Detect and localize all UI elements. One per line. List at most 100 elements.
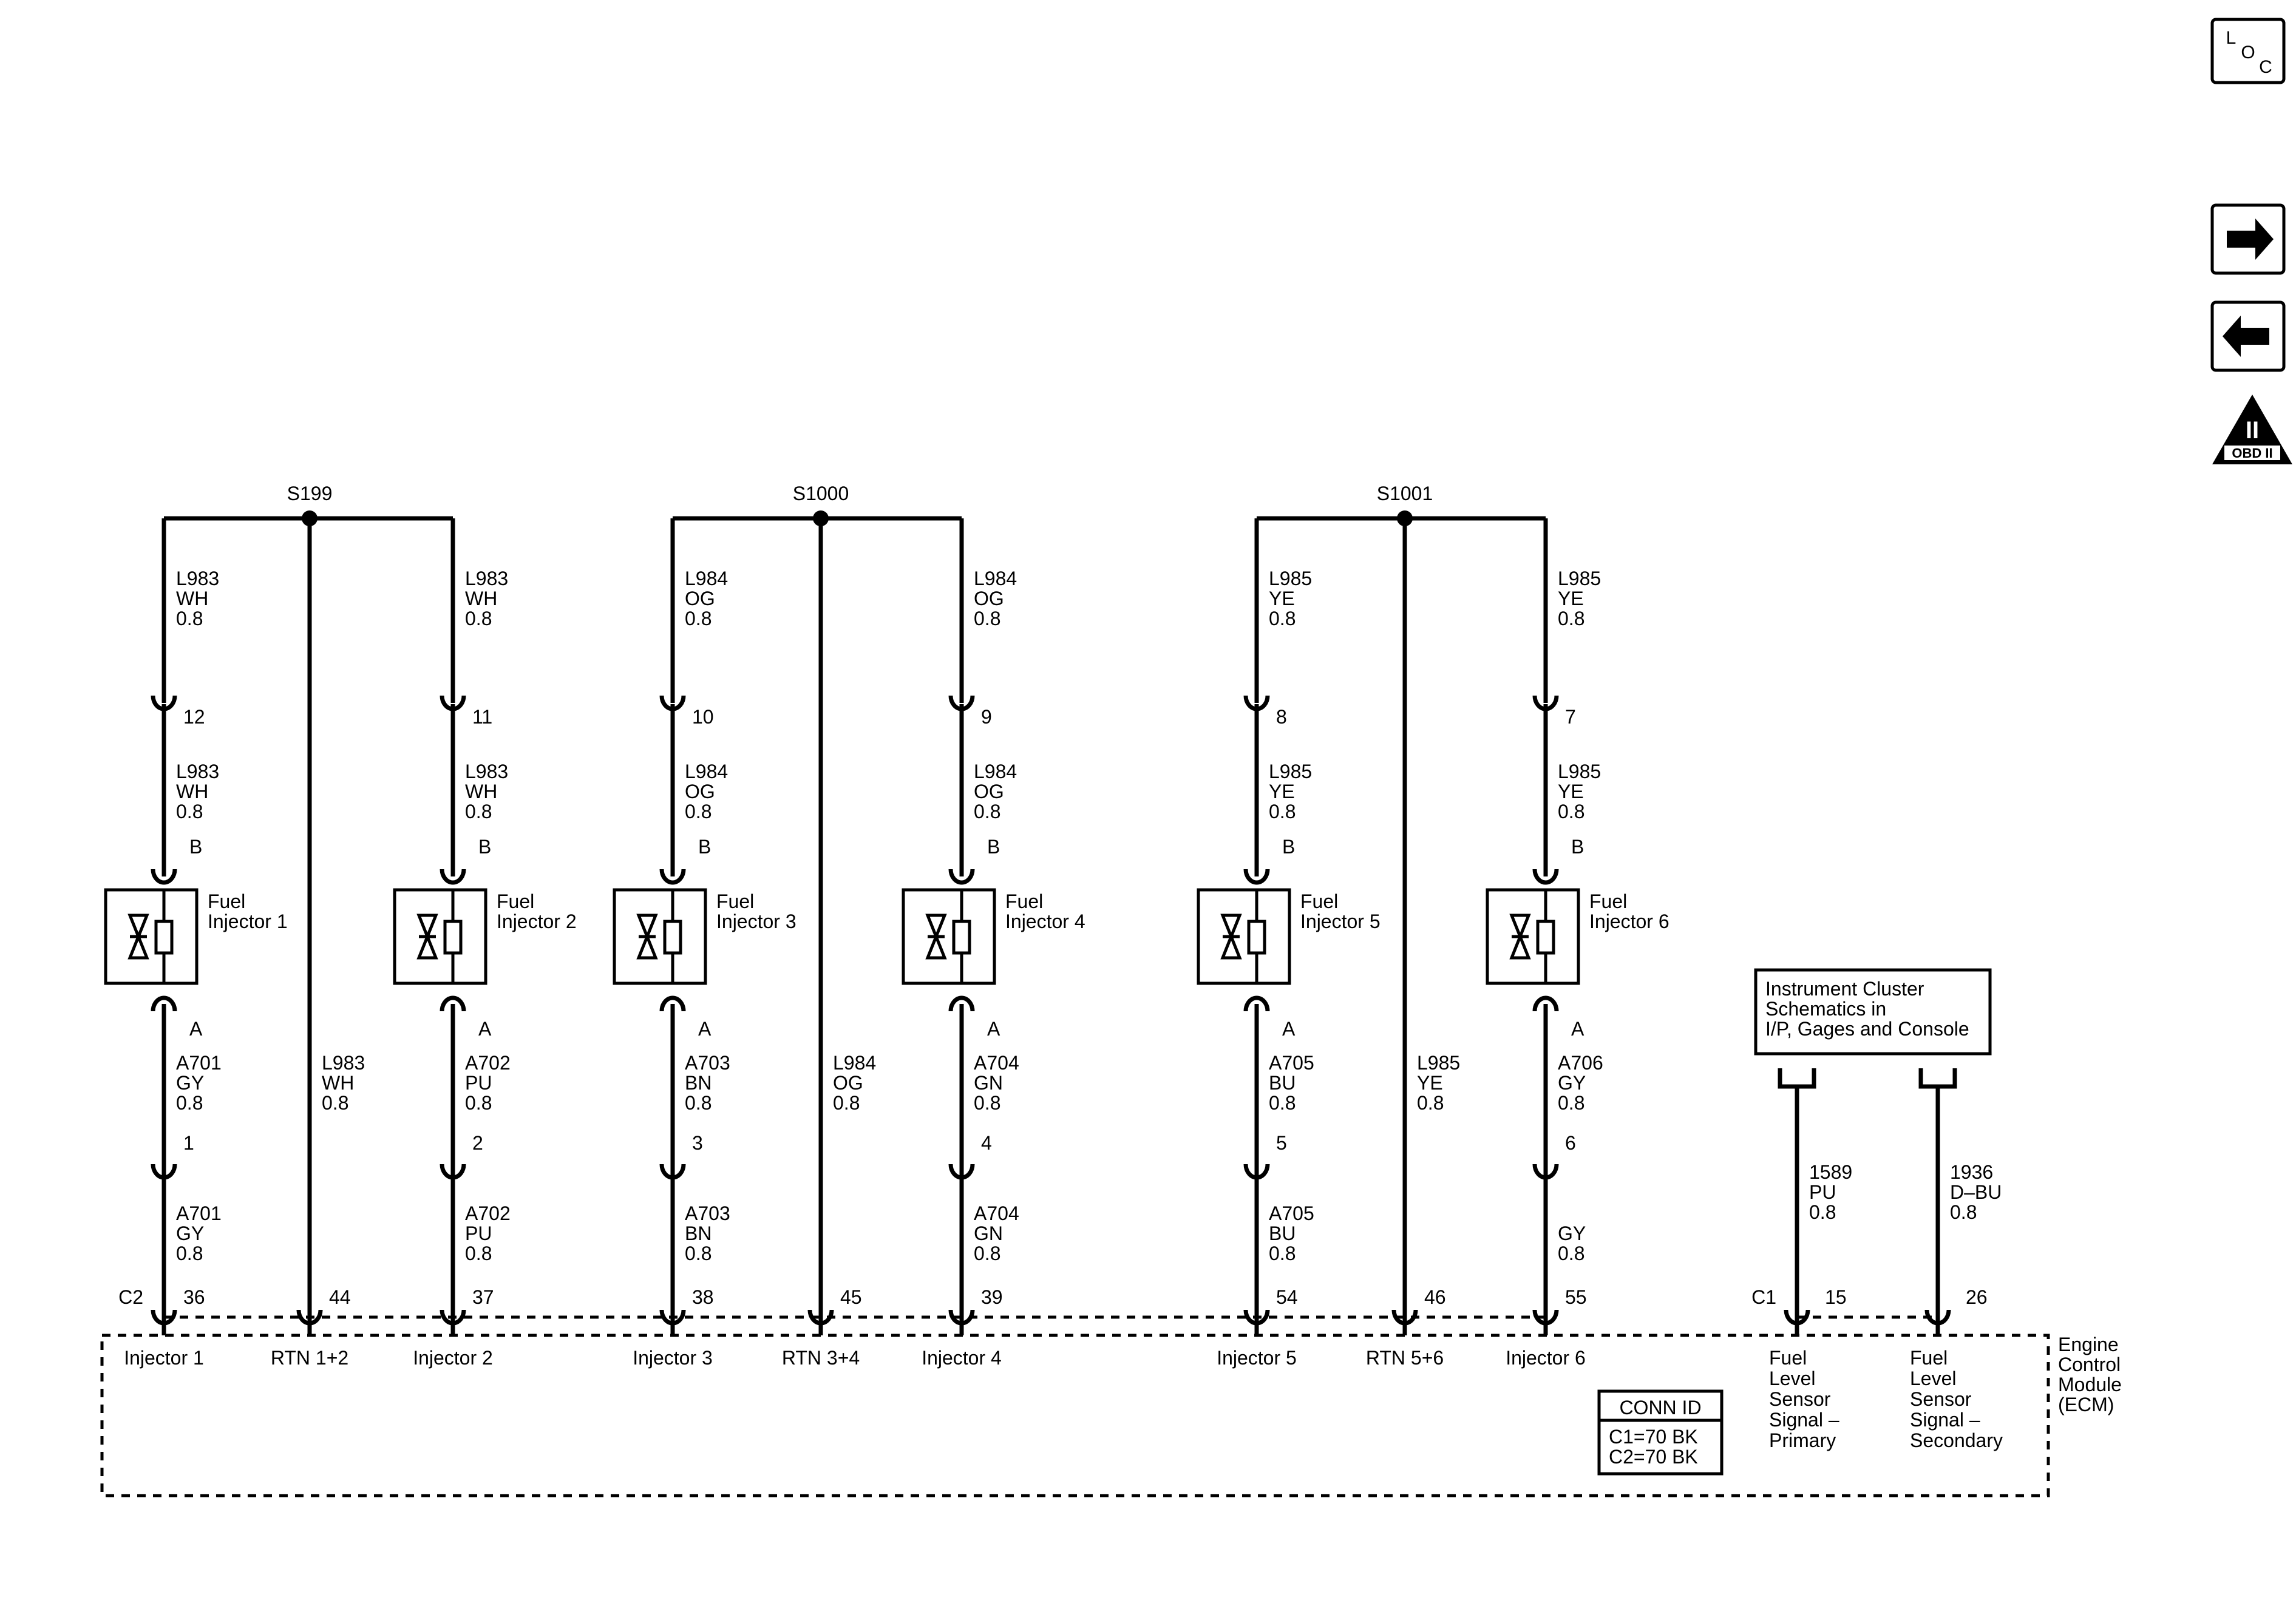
- inline-connector-upper: [1243, 679, 1270, 711]
- connector-cup: [1243, 1309, 1270, 1326]
- wire-label: GN: [974, 1072, 1003, 1094]
- connector-cup: [659, 1309, 686, 1326]
- connector-cup: [1532, 695, 1559, 711]
- ecm-pin-label: Primary: [1769, 1429, 1836, 1451]
- connector-pin-number: 9: [981, 706, 992, 728]
- ecm-connector-pin: [1924, 1293, 1951, 1326]
- loc-icon-letter: O: [2241, 42, 2255, 63]
- return-wire-label: 0.8: [833, 1092, 860, 1114]
- connector-cup: [659, 1164, 686, 1180]
- connector-cup: [440, 995, 466, 1012]
- ecm-pin-number: 39: [981, 1286, 1003, 1308]
- terminal-label: A: [189, 1018, 203, 1040]
- wire-label: A702: [465, 1052, 511, 1074]
- ecm-name: Module: [2058, 1374, 2122, 1395]
- connector-cup: [1532, 995, 1559, 1012]
- injector-name: Fuel: [1005, 890, 1043, 912]
- inline-connector-lower: [948, 1147, 975, 1180]
- wire-label: 0.8: [1558, 1092, 1584, 1114]
- wire-label: 0.8: [685, 801, 712, 822]
- connector-cup: [807, 1309, 834, 1326]
- ecm-pin-label: Level: [1769, 1368, 1816, 1389]
- connector-pin-number: 2: [472, 1132, 483, 1154]
- inline-connector-upper: [659, 679, 686, 711]
- inline-connector-lower: [151, 1147, 177, 1180]
- terminal-label: A: [1571, 1018, 1584, 1040]
- cluster-terminal: [1918, 1068, 1957, 1089]
- wire-label: 0.8: [1809, 1201, 1836, 1223]
- injector-terminal-b: [1532, 852, 1559, 885]
- terminal-label: B: [1282, 836, 1295, 858]
- inline-connector-upper: [1532, 679, 1559, 711]
- ecm-pin-label: Injector 5: [1217, 1347, 1297, 1369]
- ecm-connector-pin: [440, 1293, 466, 1326]
- ecm-connector-pin: [1532, 1293, 1559, 1326]
- injector-coil-symbol: [154, 920, 174, 955]
- connector-cup: [1924, 1309, 1951, 1326]
- return-wire-label: YE: [1417, 1072, 1443, 1094]
- ecm-pin-number: 44: [329, 1286, 351, 1308]
- injector-name: Fuel: [716, 890, 754, 912]
- wire-label: L985: [1269, 568, 1312, 589]
- injector-terminal-a: [440, 995, 466, 1028]
- ecm-pin-number: 46: [1424, 1286, 1446, 1308]
- return-wire-label: L985: [1417, 1052, 1460, 1074]
- wire-label: PU: [1809, 1181, 1836, 1203]
- ecm-name: Engine: [2058, 1334, 2119, 1355]
- wire-label: 0.8: [1558, 608, 1584, 629]
- loc-icon-letter: C: [2259, 57, 2272, 77]
- fuel-injector-box: [1197, 888, 1291, 985]
- injector-terminal-b: [151, 852, 177, 885]
- wire-label: L985: [1269, 761, 1312, 782]
- return-wire-label: WH: [322, 1072, 354, 1094]
- ecm-connector-pin: [296, 1293, 323, 1326]
- ecm-pin-label: Signal –: [1769, 1409, 1839, 1431]
- inline-connector-lower: [659, 1147, 686, 1180]
- wire-label: A704: [974, 1052, 1019, 1074]
- wire-label: 1936: [1950, 1161, 1993, 1183]
- conn-id-box: [1597, 1389, 1724, 1476]
- injector-coil-symbol: [1536, 920, 1555, 955]
- wire-label: A705: [1269, 1052, 1314, 1074]
- wire-label: 0.8: [1558, 1242, 1584, 1264]
- inline-connector-upper: [948, 679, 975, 711]
- instrument-cluster-box[interactable]: [1754, 968, 1992, 1056]
- wire-label: L984: [685, 568, 728, 589]
- wire-label: A706: [1558, 1052, 1603, 1074]
- injector-valve-symbol: [925, 914, 947, 960]
- wire-label: A703: [685, 1052, 730, 1074]
- wire-label: BU: [1269, 1222, 1296, 1244]
- wire-label: YE: [1558, 588, 1584, 609]
- injector-name: Fuel: [1589, 890, 1627, 912]
- injector-valve-symbol: [127, 914, 149, 960]
- ecm-pin-number: 55: [1565, 1286, 1587, 1308]
- connector-cup: [296, 1309, 323, 1326]
- instrument-cluster-text: I/P, Gages and Console: [1765, 1018, 1969, 1040]
- wire-label: 0.8: [1269, 1242, 1296, 1264]
- loc-icon-frame[interactable]: [2210, 18, 2286, 84]
- injector-name: Injector 1: [208, 910, 288, 932]
- wire-label: GY: [176, 1072, 204, 1094]
- connector-cup: [948, 869, 975, 885]
- splice-label: S1000: [793, 483, 849, 504]
- arrow-left-icon: [2210, 300, 2286, 372]
- ecm-pin-label: Injector 2: [413, 1347, 493, 1369]
- injector-name: Injector 5: [1300, 910, 1381, 932]
- injector-name: Injector 2: [497, 910, 577, 932]
- ecm-connector-pin: [1784, 1293, 1810, 1326]
- inline-connector-lower: [440, 1147, 466, 1180]
- ecm-dashed-outline: [100, 1334, 2050, 1497]
- wire-label: L984: [685, 761, 728, 782]
- obd-icon-text: II: [2246, 417, 2259, 444]
- injector-name: Fuel: [497, 890, 534, 912]
- wire-label: YE: [1269, 781, 1295, 802]
- ecm-pin-number: 45: [840, 1286, 862, 1308]
- arrow-left-glyph: [2223, 316, 2269, 357]
- wire-label: 0.8: [974, 1092, 1000, 1114]
